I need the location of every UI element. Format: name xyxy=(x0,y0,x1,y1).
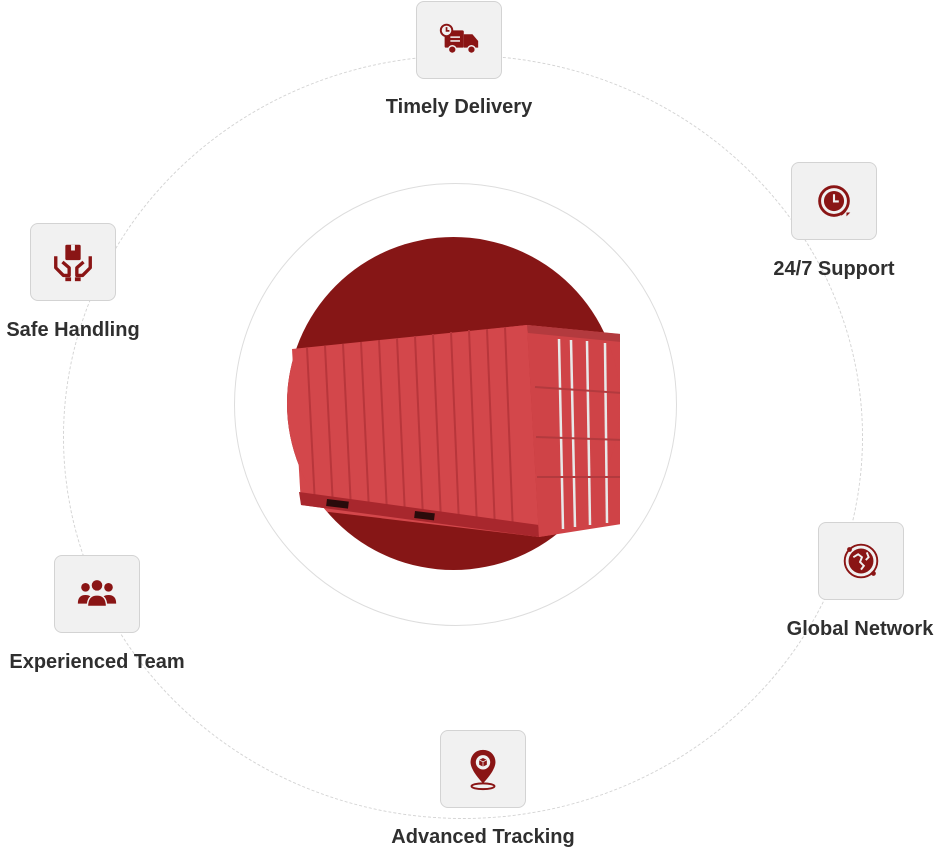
safe-handling-card[interactable] xyxy=(30,223,116,301)
timely-delivery-label: Timely Delivery xyxy=(385,96,533,118)
support-card[interactable] xyxy=(791,162,877,240)
hero-container-image xyxy=(287,237,620,570)
timely-delivery-card[interactable] xyxy=(416,1,502,79)
global-network-label: Global Network xyxy=(786,618,934,640)
delivery-truck-icon xyxy=(439,23,479,55)
advanced-tracking-card[interactable] xyxy=(440,730,526,808)
hands-box-icon xyxy=(54,244,92,282)
safe-handling-label: Safe Handling xyxy=(6,319,140,341)
team-icon xyxy=(77,580,117,608)
global-network-card[interactable] xyxy=(818,522,904,600)
clock-support-icon xyxy=(818,185,851,217)
experienced-team-card[interactable] xyxy=(54,555,140,633)
location-pin-icon xyxy=(470,749,496,791)
advanced-tracking-label: Advanced Tracking xyxy=(391,826,575,848)
experienced-team-label: Experienced Team xyxy=(9,651,185,673)
globe-network-icon xyxy=(843,543,879,579)
support-label: 24/7 Support xyxy=(773,258,895,280)
shipping-container-icon xyxy=(287,325,620,537)
inner-ring xyxy=(234,183,677,626)
